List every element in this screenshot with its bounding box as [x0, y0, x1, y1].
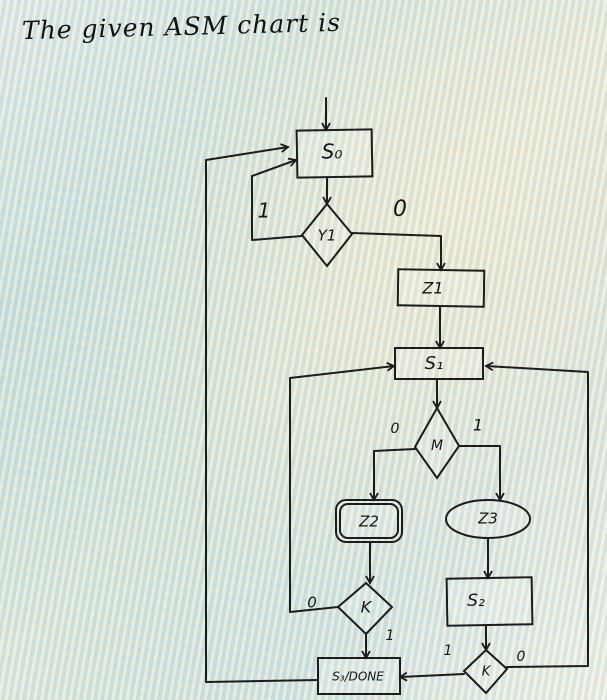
decision-k-right-label: K: [482, 665, 492, 680]
output-z3-oval: [445, 499, 531, 539]
s3-to-s0-arrow: [205, 143, 319, 683]
k-right-loop-arrow: [484, 361, 589, 668]
output-z2-label: Z2: [358, 513, 379, 531]
decision-k-right: K: [462, 648, 509, 695]
output-z1-box: [396, 268, 486, 308]
decision-k-left: K: [336, 581, 394, 636]
state-s2-label: S₂: [467, 591, 485, 611]
state-s1: S₁: [394, 347, 484, 380]
k-left-branch-zero-label: 0: [307, 594, 317, 612]
m-to-z3-arrow: [458, 445, 505, 502]
k-right-branch-one-label: 1: [444, 643, 453, 659]
decision-k-right-diamond: [462, 648, 509, 695]
output-z3: Z3: [445, 499, 531, 539]
state-s1-box: [394, 347, 484, 380]
decision-m-diamond: [413, 405, 461, 480]
output-z1: Z1: [396, 268, 486, 308]
k-left-branch-one-label: 1: [386, 628, 395, 644]
output-z3-label: Z3: [477, 510, 498, 528]
state-s0-box: [295, 128, 374, 179]
k-right-branch-zero-label: 0: [517, 649, 526, 665]
decision-m: M: [413, 405, 461, 480]
y1-to-z1-arrow: [351, 232, 446, 272]
state-s3: S₃/DONE: [317, 657, 401, 695]
branch-labels: 1 0 0 1 0 1 1 0: [258, 197, 526, 665]
y1-branch-one-label: 1: [258, 199, 271, 223]
decision-k-left-diamond: [336, 581, 394, 636]
output-z1-label: Z1: [421, 279, 443, 298]
m-to-z2-arrow: [369, 448, 416, 502]
state-s0-label: S₀: [322, 140, 343, 164]
y1-loop-arrow: [251, 157, 303, 241]
output-z2-box: [335, 499, 403, 543]
m-branch-one-label: 1: [473, 416, 483, 435]
output-z2-inner: [339, 503, 399, 539]
state-s1-label: S₁: [425, 353, 444, 374]
state-s2: S₂: [445, 576, 534, 627]
decision-y1-label: Y1: [318, 227, 337, 245]
state-s2-box: [445, 576, 534, 627]
state-s0: S₀: [295, 128, 374, 179]
y1-branch-zero-label: 0: [393, 197, 407, 222]
connectors: [205, 97, 589, 683]
decision-y1-diamond: [300, 202, 354, 268]
state-s3-label: S₃/DONE: [332, 670, 384, 684]
k-right-to-s3-arrow: [398, 671, 465, 682]
decision-k-left-label: K: [361, 598, 373, 617]
output-z2: Z2: [335, 499, 403, 543]
state-s3-box: [317, 657, 401, 695]
k-left-loop-arrow: [289, 362, 396, 613]
decision-y1: Y1: [300, 202, 354, 268]
decision-m-label: M: [431, 438, 443, 454]
m-branch-zero-label: 0: [391, 421, 400, 437]
